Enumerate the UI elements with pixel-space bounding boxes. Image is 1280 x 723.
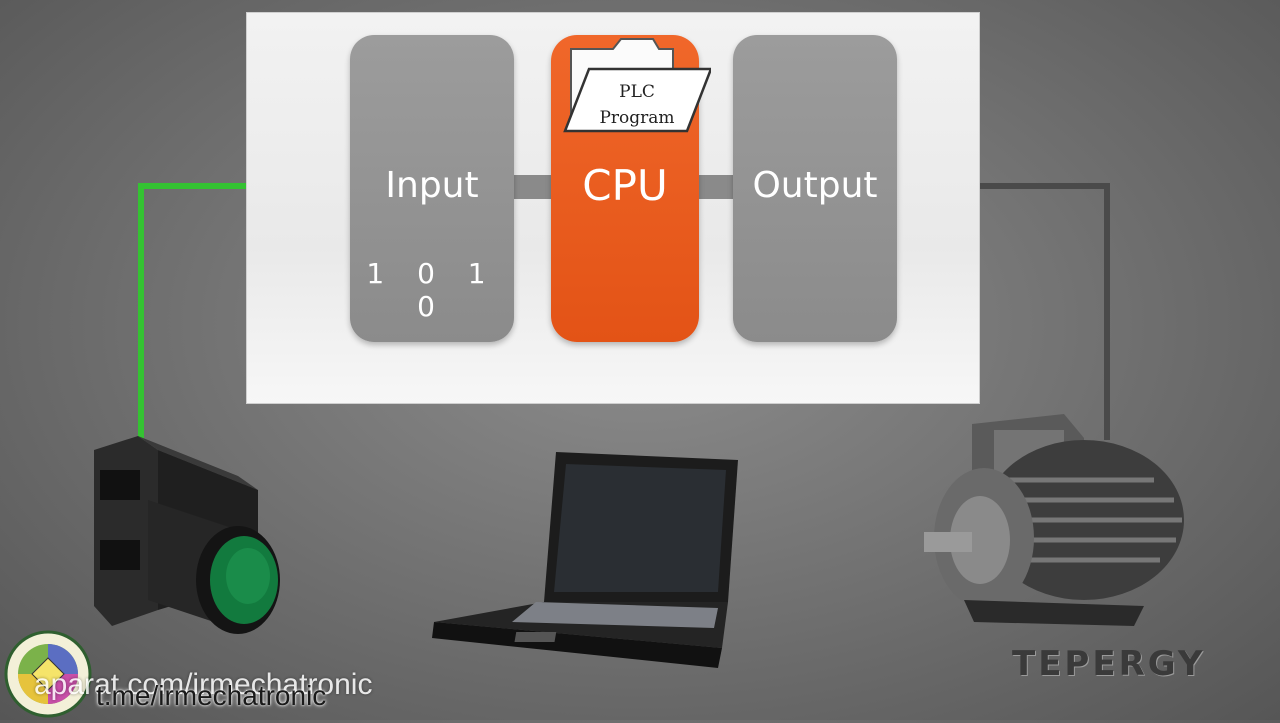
watermark-telegram: t.me/irmechatronic [96,680,327,711]
laptop-icon [432,452,742,684]
cpu-block: PLC Program CPU [551,35,713,342]
input-bits: 1 0 1 0 [366,257,498,323]
plc-diagram-panel: Input 1 0 1 0 PLC Program CPU Output [246,12,980,404]
input-block: Input 1 0 1 0 [350,35,514,342]
input-cpu-connector [507,175,557,199]
brand-logo: TEPERGY [1012,644,1206,684]
cpu-output-connector [695,175,735,199]
input-label: Input [385,165,479,206]
output-label: Output [752,165,878,206]
cpu-label: CPU [582,161,668,210]
plc-program-line1: PLC [619,82,655,102]
output-block: Output [733,35,897,342]
plc-program-line2: Program [599,108,675,128]
electric-motor-icon [924,410,1194,638]
watermark-site: aparat.com/irmechatronic [34,668,373,701]
push-button-icon [88,430,288,640]
mechatronic-logo-icon [4,630,92,718]
folder-icon: PLC Program [561,35,713,145]
